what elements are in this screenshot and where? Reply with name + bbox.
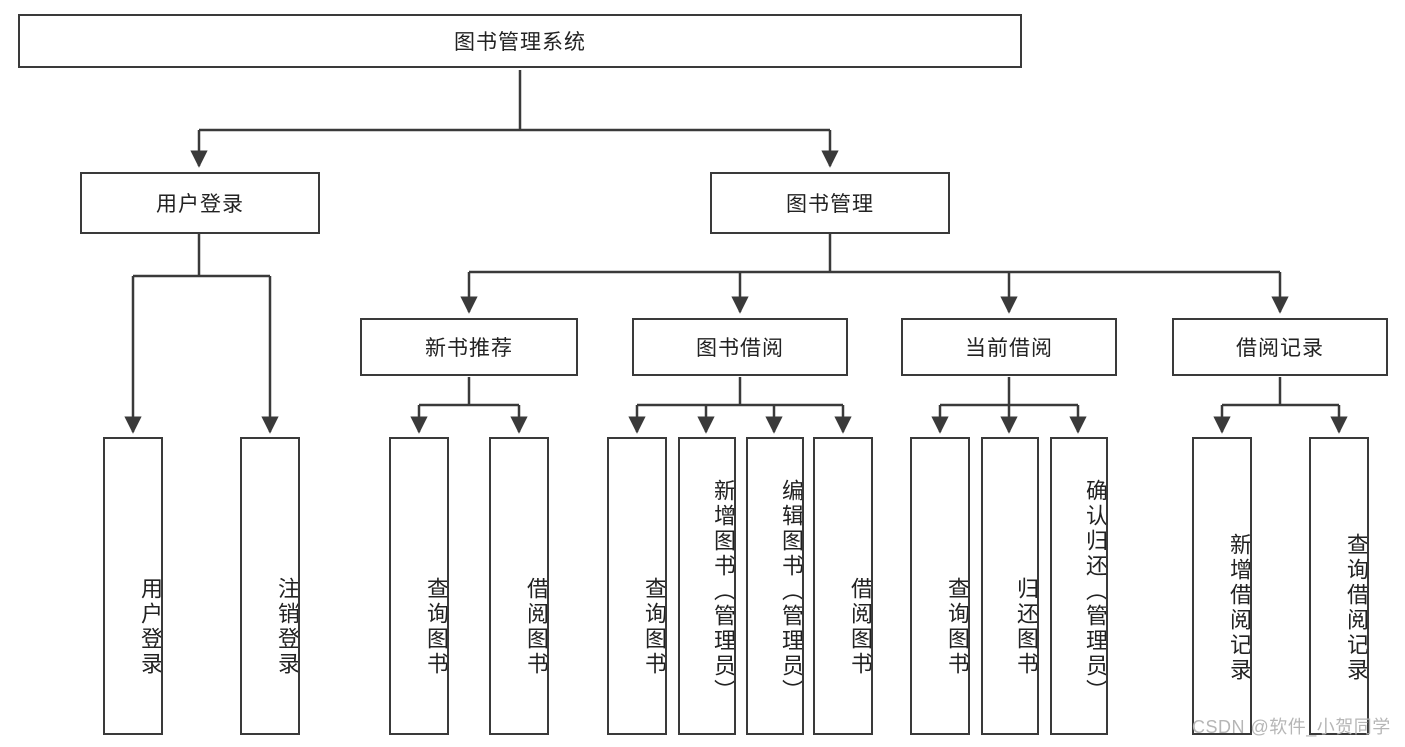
node-leaf-query-book-3[interactable]: 查询图书 xyxy=(910,437,970,735)
node-leaf-edit-book[interactable]: 编辑图书（管理员） xyxy=(746,437,804,735)
watermark: CSDN @软件_小贺同学 xyxy=(1192,717,1391,737)
node-leaf-return-book[interactable]: 归还图书 xyxy=(981,437,1039,735)
node-borrow-record-label: 借阅记录 xyxy=(1236,337,1324,360)
node-user-login-label: 用户登录 xyxy=(156,193,244,216)
node-leaf-query-book-2-label: 查询图书 xyxy=(642,577,667,677)
node-book-mgmt[interactable]: 图书管理 xyxy=(710,172,950,234)
node-leaf-confirm-return[interactable]: 确认归还（管理员） xyxy=(1050,437,1108,735)
node-leaf-add-record[interactable]: 新增借阅记录 xyxy=(1192,437,1252,735)
node-book-borrow[interactable]: 图书借阅 xyxy=(632,318,848,376)
node-leaf-borrow-book-1-label: 借阅图书 xyxy=(524,577,549,677)
node-current-borrow[interactable]: 当前借阅 xyxy=(901,318,1117,376)
node-leaf-user-logout[interactable]: 注销登录 xyxy=(240,437,300,735)
node-leaf-query-book-3-label: 查询图书 xyxy=(945,577,970,677)
node-new-book-rec-label: 新书推荐 xyxy=(425,337,513,360)
node-leaf-query-book-1-label: 查询图书 xyxy=(424,577,449,677)
node-book-borrow-label: 图书借阅 xyxy=(696,337,784,360)
node-leaf-borrow-book-2-label: 借阅图书 xyxy=(848,577,873,677)
node-book-mgmt-label: 图书管理 xyxy=(786,193,874,216)
node-root-label: 图书管理系统 xyxy=(454,31,586,54)
node-user-login[interactable]: 用户登录 xyxy=(80,172,320,234)
node-leaf-borrow-book-2[interactable]: 借阅图书 xyxy=(813,437,873,735)
node-leaf-return-book-label: 归还图书 xyxy=(1014,577,1039,677)
node-leaf-confirm-return-label: 确认归还（管理员） xyxy=(1083,478,1108,704)
node-leaf-query-record[interactable]: 查询借阅记录 xyxy=(1309,437,1369,735)
node-leaf-add-book-label: 新增图书（管理员） xyxy=(711,478,736,704)
node-leaf-edit-book-label: 编辑图书（管理员） xyxy=(779,478,804,704)
node-leaf-query-record-label: 查询借阅记录 xyxy=(1344,533,1369,683)
node-leaf-add-book[interactable]: 新增图书（管理员） xyxy=(678,437,736,735)
node-root[interactable]: 图书管理系统 xyxy=(18,14,1022,68)
node-current-borrow-label: 当前借阅 xyxy=(965,337,1053,360)
node-leaf-query-book-2[interactable]: 查询图书 xyxy=(607,437,667,735)
node-leaf-user-logout-label: 注销登录 xyxy=(275,577,300,677)
node-leaf-user-login-label: 用户登录 xyxy=(138,577,163,677)
node-leaf-borrow-book-1[interactable]: 借阅图书 xyxy=(489,437,549,735)
node-leaf-add-record-label: 新增借阅记录 xyxy=(1227,533,1252,683)
node-new-book-rec[interactable]: 新书推荐 xyxy=(360,318,578,376)
node-leaf-query-book-1[interactable]: 查询图书 xyxy=(389,437,449,735)
node-borrow-record[interactable]: 借阅记录 xyxy=(1172,318,1388,376)
node-leaf-user-login[interactable]: 用户登录 xyxy=(103,437,163,735)
